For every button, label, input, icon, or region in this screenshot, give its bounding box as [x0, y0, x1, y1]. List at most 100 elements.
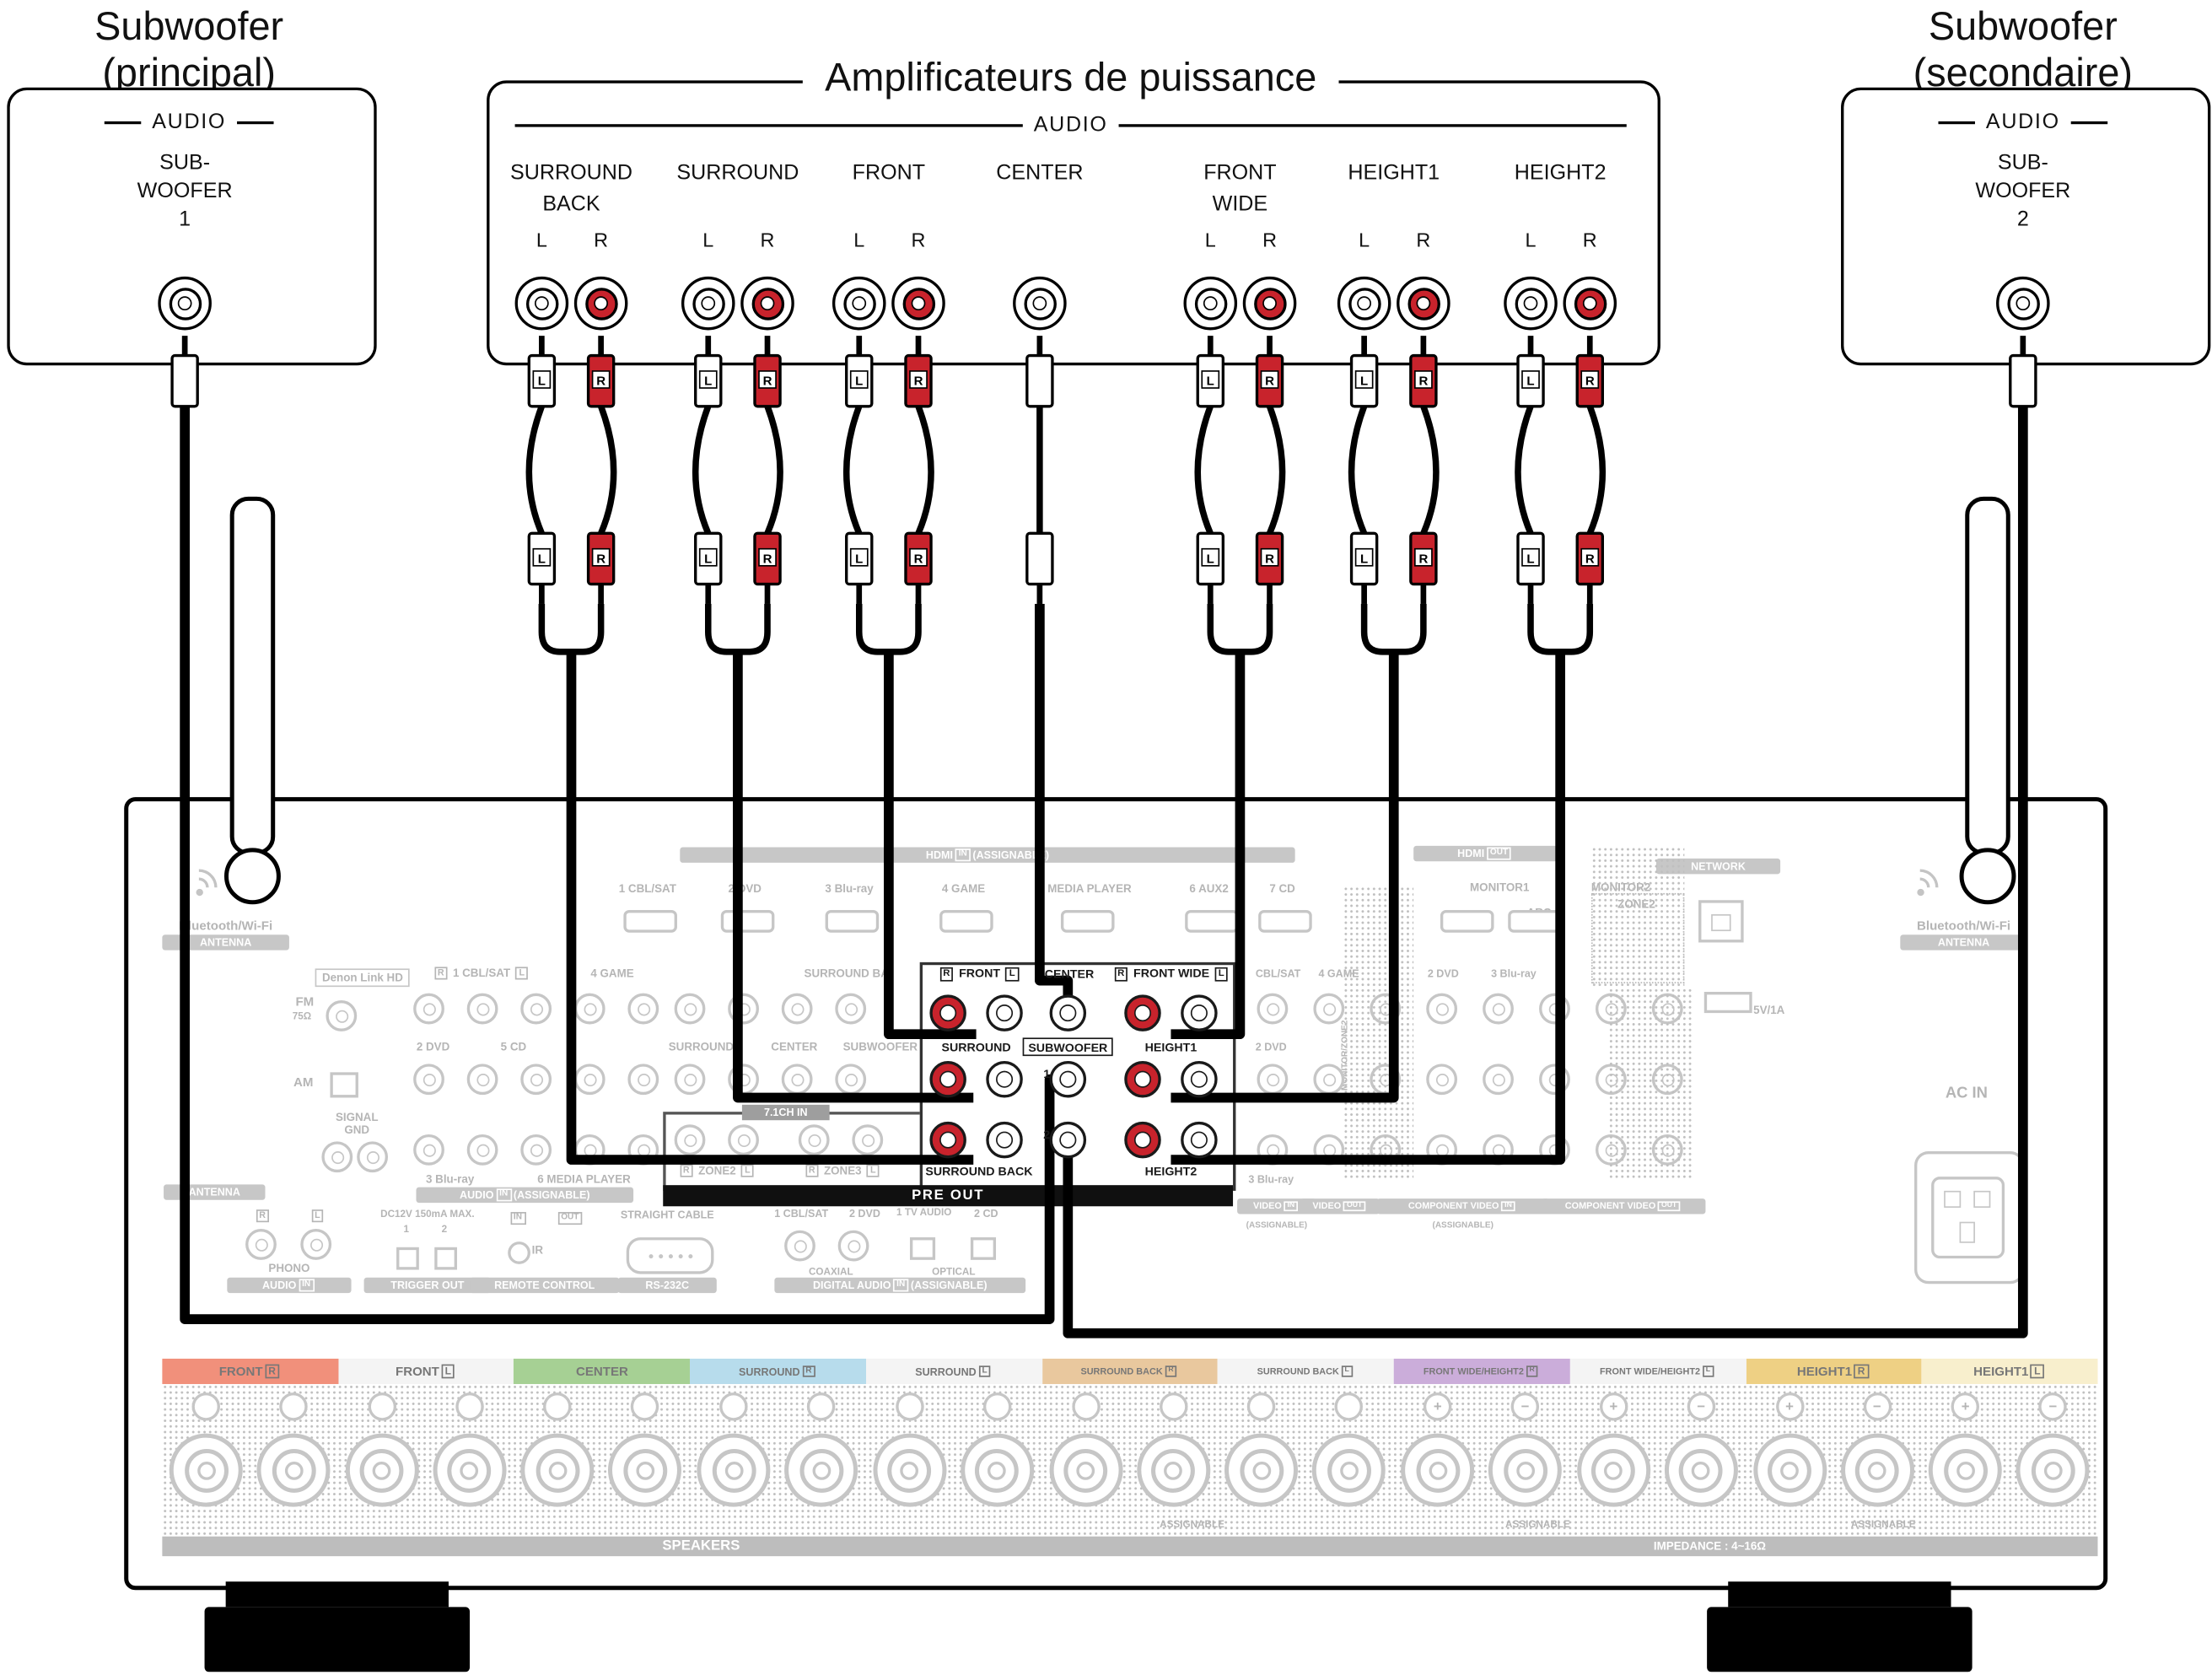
antenna-hinge-right: [1959, 848, 2016, 905]
svg-text:R: R: [596, 552, 605, 566]
binding-post: [1840, 1433, 1914, 1507]
faded-label: FM: [295, 994, 315, 1010]
svg-text:L: L: [1526, 374, 1534, 389]
speaker-segment-label: FRONT R: [162, 1358, 339, 1385]
svg-text:R: R: [596, 374, 605, 389]
faded-rca-jack: [466, 1134, 498, 1166]
svg-text:L: L: [704, 374, 712, 389]
preout-jack-red: [929, 1121, 966, 1159]
amp-jack-surround-back-r: [573, 276, 628, 331]
faded-label: AC IN: [1945, 1085, 1988, 1102]
faded-label: STRAIGHT CABLE: [620, 1208, 714, 1221]
svg-text:R: R: [1585, 552, 1595, 566]
bluetooth-wifi-antenna-left: [229, 496, 276, 855]
stipple-region: [1608, 987, 1693, 1180]
faded-rca-jack: [321, 1141, 353, 1173]
channel-l-label: L: [702, 228, 714, 251]
preout-jack-white: [1181, 1060, 1218, 1098]
faded-rca-jack: [413, 1134, 444, 1166]
polarity-mark: −: [1687, 1392, 1715, 1421]
preout-label: SURROUND BACK: [925, 1164, 1033, 1178]
amp-channel-label-height2: HEIGHT2: [1514, 160, 1607, 186]
preout-jack-red: [1124, 1060, 1161, 1098]
faded-rca-jack: [1483, 993, 1514, 1025]
binding-post: [697, 1433, 771, 1507]
channel-r-label: R: [594, 228, 609, 251]
faded-label: SURROUND BA: [804, 967, 889, 980]
svg-text:L: L: [1207, 552, 1214, 566]
faded-label: 6 AUX2: [1189, 882, 1229, 896]
faded-zone-label: R ZONE2 L: [677, 1164, 756, 1178]
svg-text:R: R: [763, 374, 772, 389]
svg-text:R: R: [1418, 374, 1428, 389]
polarity-mark: −: [1510, 1392, 1540, 1421]
faded-rca-jack: [674, 993, 706, 1025]
receiver-foot-right: [1728, 1581, 1951, 1608]
polarity-mark: +: [1599, 1392, 1628, 1421]
faded-label: 4 GAME: [590, 967, 634, 980]
preout-jack-red: [1124, 994, 1161, 1031]
amp-channel-label-surround: SURROUND: [676, 160, 799, 186]
preout-label: 1: [1043, 1066, 1051, 1081]
audio-header-amp: AUDIO: [514, 113, 1627, 137]
faded-connector: [396, 1247, 419, 1270]
faded-connector: [970, 1237, 997, 1260]
faded-section-bar: DIGITAL AUDIO IN (ASSIGNABLE): [774, 1277, 1026, 1294]
faded-section-bar: HDMI IN (ASSIGNABLE): [680, 847, 1295, 863]
amp-jack-center: [1013, 276, 1067, 331]
faded-label: Bluetooth/Wi-Fi: [179, 918, 273, 933]
cable-hole: [807, 1392, 836, 1421]
channel-r-label: R: [911, 228, 926, 251]
speakers-label: SPEAKERS: [662, 1538, 740, 1554]
hdmi-port: [720, 909, 775, 933]
amp-jack-height1-l: [1337, 276, 1391, 331]
wifi-icon: [173, 861, 225, 913]
faded-label: 2 DVD: [1255, 1040, 1287, 1053]
faded-label: OPTICAL: [932, 1268, 976, 1278]
amp-channel-label-front: FRONT: [852, 160, 926, 186]
channel-l-label: L: [1359, 228, 1370, 251]
hdmi-port: [623, 909, 677, 933]
faded-label: MONITOR1: [1470, 881, 1530, 894]
faded-label: 3 Blu-ray: [1491, 967, 1537, 980]
faded-section-bar: ANTENNA: [162, 934, 289, 951]
cable-hole: [543, 1392, 573, 1421]
speaker-segment-label: FRONT L: [338, 1358, 514, 1385]
faded-label: 75Ω: [292, 1012, 312, 1022]
hdmi-port: [939, 909, 993, 933]
title-line: Subwoofer: [1928, 4, 2118, 48]
assignable-label: ASSIGNABLE: [1160, 1520, 1224, 1531]
title-line: Subwoofer: [94, 4, 284, 48]
channel-r-label: R: [1582, 228, 1597, 251]
subwoofer-secondaire-title: Subwoofer (secondaire): [1847, 3, 2199, 95]
faded-section-bar: TRIGGER OUT: [363, 1277, 492, 1294]
faded-label: COAXIAL: [808, 1268, 853, 1278]
faded-rca-jack: [728, 1124, 759, 1156]
amp-jack-height2-l: [1504, 276, 1558, 331]
faded-rca-jack: [300, 1229, 332, 1260]
binding-post: [433, 1433, 507, 1507]
binding-post: [256, 1433, 331, 1507]
cable-hole: [1247, 1392, 1276, 1421]
amp-jack-surround-r: [740, 276, 794, 331]
faded-rca-jack: [837, 1230, 869, 1262]
channel-r-label: R: [760, 228, 775, 251]
rs232c-port: [626, 1237, 714, 1274]
svg-text:L: L: [1360, 552, 1368, 566]
faded-label: 7 CD: [1269, 882, 1295, 896]
receiver-foot-left: [225, 1581, 449, 1608]
faded-rca-jack: [674, 1064, 706, 1096]
cable-hole: [631, 1392, 659, 1421]
amp-jack-surround-back-l: [514, 276, 569, 331]
faded-label: Bluetooth/Wi-Fi: [1917, 918, 2011, 933]
binding-post: [1752, 1433, 1827, 1507]
faded-label: SURROUND: [668, 1040, 735, 1053]
faded-label: SUBWOOFER: [842, 1040, 918, 1053]
faded-label: DC12V 150mA MAX.: [380, 1209, 475, 1220]
faded-rca-jack: [245, 1229, 277, 1260]
faded-rca-jack: [835, 993, 867, 1025]
faded-rca-jack: [627, 1064, 659, 1096]
